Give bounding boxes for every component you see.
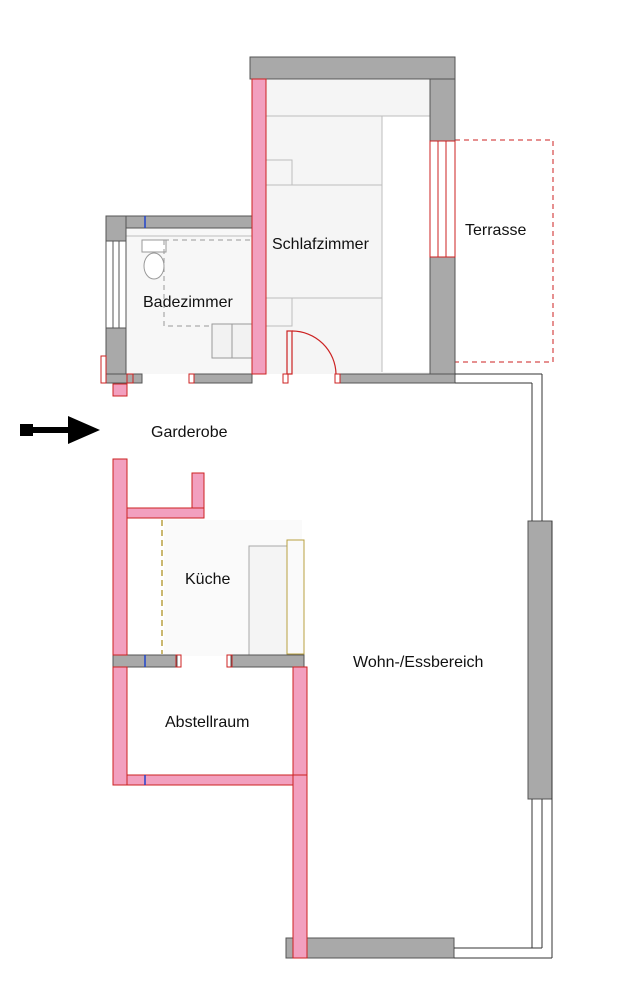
arrow-head xyxy=(68,416,100,444)
room-labels: Schlafzimmer Terrasse Badezimmer Gardero… xyxy=(143,222,526,731)
wall-bottom xyxy=(285,937,455,959)
wall-right-bedroom-upper xyxy=(429,78,456,142)
wall-garderobe-left xyxy=(112,458,128,656)
wall-storage-right xyxy=(292,666,308,776)
bath-window-frame xyxy=(105,240,127,329)
walls-new xyxy=(112,78,308,959)
bedroom-closet xyxy=(382,116,430,372)
arrow-tail xyxy=(20,424,33,436)
bathroom-furniture xyxy=(126,235,253,359)
wall-kitchen-top xyxy=(126,507,205,519)
wall-bath-left-top xyxy=(105,215,127,242)
jamb-1 xyxy=(100,355,107,384)
arrow-shaft xyxy=(33,427,73,433)
jamb-3 xyxy=(188,373,195,384)
jamb-5 xyxy=(334,373,341,384)
terrace-door-frame xyxy=(429,140,456,258)
entrance-arrow-icon xyxy=(20,416,100,444)
label-kueche: Küche xyxy=(185,571,230,588)
label-garderobe: Garderobe xyxy=(151,424,228,441)
wall-bedroom-bottom xyxy=(339,373,456,384)
kitchen-furniture xyxy=(161,520,305,657)
wall-storage-left xyxy=(112,666,128,786)
wall-bath-left-bottom xyxy=(105,327,127,375)
terrace-outline xyxy=(454,139,554,363)
terrace-door xyxy=(429,140,456,258)
wall-kitchen-bottom-b xyxy=(230,654,305,668)
jamb-4 xyxy=(282,373,289,384)
jamb-6 xyxy=(175,654,182,668)
label-schlafzimmer: Schlafzimmer xyxy=(272,236,370,253)
jamb-7 xyxy=(226,654,233,668)
label-wohn-essbereich: Wohn-/Essbereich xyxy=(353,654,483,671)
label-badezimmer: Badezimmer xyxy=(143,294,233,311)
living-outer-lines xyxy=(454,373,553,959)
wall-bath-bottom-b xyxy=(193,373,253,384)
door-leaf xyxy=(286,330,293,375)
shower-tray-dashed xyxy=(163,239,252,327)
label-terrasse: Terrasse xyxy=(465,222,526,239)
kitchen-tall-unit xyxy=(286,539,305,655)
label-abstellraum: Abstellraum xyxy=(165,714,249,731)
wall-right-bedroom-lower xyxy=(429,256,456,384)
wall-living-window-pier xyxy=(527,520,553,800)
door-swing-arc xyxy=(291,330,337,375)
wall-bath-top xyxy=(105,215,253,229)
jamb-2 xyxy=(126,373,134,384)
floor-fills xyxy=(126,80,430,656)
wall-storage-bottom xyxy=(126,774,304,786)
terrace xyxy=(454,139,554,363)
walls-existing xyxy=(105,56,553,959)
red-details xyxy=(100,355,341,668)
wall-living-left-lower xyxy=(292,774,308,959)
toilet-tank xyxy=(141,239,167,253)
wall-top-bedroom xyxy=(249,56,456,80)
wall-garderobe-left-upper xyxy=(112,383,128,397)
wall-bedroom-left xyxy=(251,78,267,375)
toilet-bowl xyxy=(143,252,165,280)
wall-bath-bottom-a xyxy=(105,373,143,384)
bedroom-door xyxy=(286,330,337,375)
kitchen-cabinet xyxy=(248,545,288,657)
bath-window xyxy=(105,240,127,329)
